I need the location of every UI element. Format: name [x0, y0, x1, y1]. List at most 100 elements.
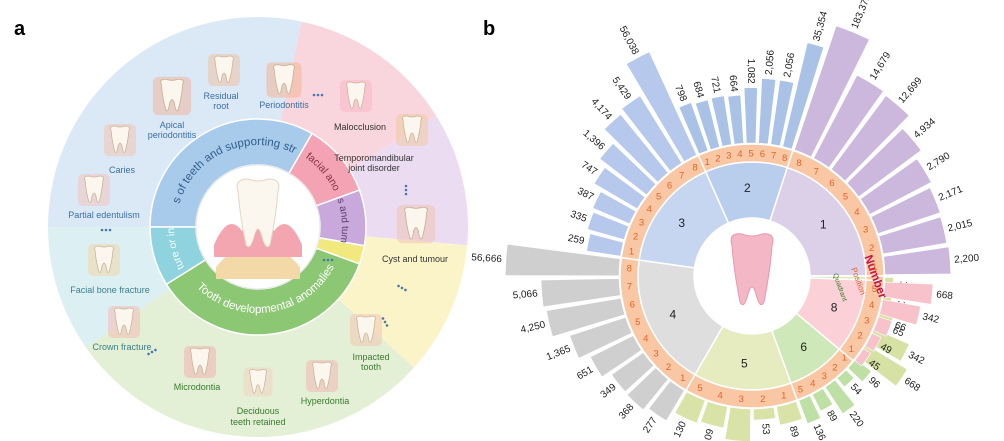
- bar-q2-2: [695, 99, 720, 150]
- value-label-q4-6: 4,250: [520, 319, 547, 336]
- position-number-q8-1: 1: [849, 344, 854, 355]
- value-label-q8-4: 342: [921, 311, 940, 326]
- label-residual-root-line: root: [213, 101, 229, 111]
- dot: [322, 258, 326, 262]
- position-number-q4-3: 3: [653, 348, 658, 359]
- position-number-q5-2: 2: [760, 394, 765, 405]
- dot: [404, 192, 408, 196]
- position-number-q1-7: 7: [814, 167, 819, 178]
- value-label-q8-5: 668: [936, 289, 954, 302]
- quadrant-label-5: 5: [741, 357, 748, 371]
- deciduous-teeth-icon-shape: [249, 369, 267, 394]
- label-caries: Caries: [109, 165, 136, 175]
- panel-b-radial-bar-chart: 112,20022,01532,17142,79054,934612,69971…: [471, 0, 980, 441]
- caries-icon-shape: [110, 125, 130, 153]
- value-label-q2-7: 2,056: [782, 51, 797, 78]
- position-ring-6: [790, 345, 858, 402]
- hyperdontia-icon: [306, 360, 338, 392]
- more-dots-2: [397, 284, 407, 292]
- position-number-q1-6: 6: [829, 178, 834, 189]
- dot: [150, 350, 154, 354]
- value-label-q3-2: 335: [569, 209, 589, 225]
- value-label-q4-3: 349: [599, 381, 619, 400]
- bar-q4-5: [569, 316, 633, 359]
- position-ring-3: [620, 154, 707, 261]
- position-number-q5-5: 5: [697, 383, 702, 394]
- periodontitis-icon-shape: [273, 64, 295, 95]
- quadrant-label-3: 3: [678, 216, 685, 230]
- label-tmj-line: joint disorder: [347, 163, 400, 173]
- bar-q3-3: [592, 191, 637, 225]
- more-dots-5: [312, 93, 324, 97]
- microdontia-icon: [184, 346, 216, 378]
- value-label-q7-5: 668: [902, 376, 922, 395]
- label-deciduous-line: Deciduous: [237, 406, 280, 416]
- bar-q1-6: [830, 95, 910, 182]
- dot: [381, 317, 385, 320]
- bar-q8-1: [854, 348, 872, 367]
- bar-q2-3: [710, 95, 732, 147]
- bar-q5-1: [776, 401, 803, 426]
- bar-q2-6: [758, 78, 777, 145]
- value-label-q1-2: 2,015: [947, 218, 974, 235]
- position-number-q1-3: 3: [863, 224, 868, 235]
- bar-q3-2: [587, 211, 629, 241]
- panel-letter-b: b: [483, 18, 496, 40]
- position-number-q3-2: 2: [633, 232, 638, 243]
- impacted-tooth-icon: [350, 314, 382, 346]
- value-label-q5-4: 109: [701, 427, 716, 441]
- bar-q3-7: [621, 95, 683, 172]
- tooth-icon: [730, 233, 774, 306]
- value-label-q6-1: 96: [866, 375, 882, 391]
- value-label-q2-6: 2,056: [764, 49, 777, 75]
- quadrant-1: 112,20022,01532,17142,79054,934612,69971…: [768, 0, 980, 277]
- malocclusion-icon: [340, 80, 372, 112]
- bar-q1-7: [813, 74, 884, 169]
- bar-q1-1: [883, 246, 952, 275]
- residual-root-icon: [208, 54, 240, 86]
- quadrant-label-8: 8: [831, 301, 838, 315]
- position-number-q1-1: 1: [872, 262, 877, 273]
- panel-a-taxonomy-wheel: Diseases of teeth and supporting structu…: [0, 0, 469, 438]
- value-label-q2-8: 35,354: [811, 10, 830, 43]
- value-label-q8-2: 49: [878, 342, 893, 357]
- label-impacted-tooth-line: Impacted: [352, 352, 389, 362]
- position-number-q2-7: 7: [771, 150, 776, 161]
- position-number-q1-2: 2: [869, 243, 874, 254]
- position-number-q5-1: 1: [781, 390, 786, 401]
- value-label-q3-1: 259: [567, 233, 586, 247]
- position-number-q4-4: 4: [643, 333, 648, 344]
- value-label-q1-7: 14,679: [868, 50, 894, 82]
- position-number-q2-8: 8: [782, 153, 787, 164]
- cyst-tumour-icon: [396, 204, 436, 244]
- value-label-q4-4: 651: [575, 364, 595, 382]
- position-number-q4-6: 6: [630, 300, 635, 311]
- value-label-q7-3: 66: [893, 320, 908, 334]
- value-label-q1-5: 4,934: [912, 116, 939, 141]
- bar-q8-2: [864, 332, 882, 352]
- outer-sector-fracture: [48, 227, 170, 348]
- quadrant-label-1: 1: [820, 217, 827, 231]
- label-periodontitis: Periodontitis: [259, 100, 309, 110]
- bar-q2-4: [727, 94, 744, 145]
- dot: [397, 284, 400, 288]
- position-number-q4-8: 8: [627, 263, 632, 274]
- dot: [385, 324, 389, 327]
- dot: [404, 188, 408, 192]
- label-malocclusion: Malocclusion: [334, 122, 386, 132]
- label-crown-fracture: Crown fracture: [92, 342, 151, 352]
- value-label-q3-7: 5,429: [610, 75, 634, 102]
- position-number-q3-7: 7: [679, 171, 684, 182]
- position-ring-2: [697, 143, 794, 173]
- cyst-tumour-icon-shape: [404, 206, 428, 240]
- bar-q4-8: [505, 243, 621, 277]
- value-label-q2-5: 1,082: [745, 59, 756, 85]
- label-impacted-tooth-line: tooth: [361, 362, 381, 372]
- quadrant-label-6: 6: [800, 340, 807, 354]
- value-label-q1-3: 2,171: [937, 184, 965, 204]
- value-label-q1-8: 183,375: [850, 0, 874, 31]
- bar-q8-3: [872, 316, 893, 337]
